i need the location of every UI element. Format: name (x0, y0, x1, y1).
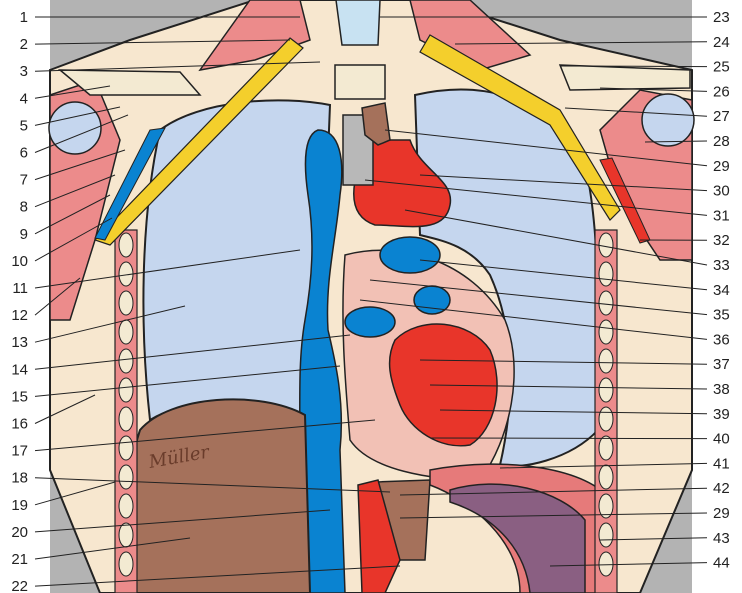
rib-section (119, 465, 133, 489)
rib-section (119, 436, 133, 460)
right-label-15: 37 (713, 356, 730, 373)
rib-section (119, 378, 133, 402)
left-label-20: 20 (11, 524, 28, 541)
left-label-17: 17 (11, 443, 28, 460)
rib-section (119, 291, 133, 315)
rib-section (119, 494, 133, 518)
left-label-9: 9 (20, 226, 28, 243)
left-atrium (345, 307, 395, 337)
rib-section (599, 262, 613, 286)
rib-section (599, 349, 613, 373)
pulmonary-artery (380, 237, 440, 273)
right-label-20: 42 (713, 480, 730, 497)
right-label-4: 26 (713, 83, 730, 100)
left-label-3: 3 (20, 63, 28, 80)
right-label-1: 23 (713, 9, 730, 26)
right-label-22: 43 (713, 530, 730, 547)
rib-section (599, 436, 613, 460)
right-label-18: 40 (713, 431, 730, 448)
left-label-6: 6 (20, 145, 28, 162)
right-leader-line-3 (560, 66, 707, 67)
left-label-5: 5 (20, 117, 28, 134)
rib-section (119, 523, 133, 547)
rib-section (599, 465, 613, 489)
left-label-2: 2 (20, 36, 28, 53)
right-label-11: 33 (713, 257, 730, 274)
rib-section (119, 233, 133, 257)
right-label-6: 28 (713, 133, 730, 150)
right-label-23: 44 (713, 555, 730, 572)
left-label-16: 16 (11, 416, 28, 433)
rib-section (119, 320, 133, 344)
left-label-4: 4 (20, 90, 28, 107)
left-label-11: 11 (12, 280, 28, 297)
right-label-10: 32 (713, 232, 730, 249)
left-label-13: 13 (11, 334, 28, 351)
rib-section (599, 378, 613, 402)
trachea (336, 0, 380, 45)
left-label-10: 10 (11, 253, 28, 270)
right-label-12: 34 (713, 282, 730, 299)
rib-section (119, 552, 133, 576)
right-leader-line-18 (430, 438, 707, 439)
rib-section (119, 407, 133, 431)
right-label-7: 29 (713, 158, 730, 175)
right-label-21: 29 (713, 505, 730, 522)
right-humeral-head (642, 94, 694, 146)
left-label-12: 12 (11, 307, 28, 324)
left-label-15: 15 (11, 388, 28, 405)
right-label-2: 24 (713, 34, 730, 51)
left-humeral-head (49, 102, 101, 154)
right-clavicle (560, 65, 690, 90)
right-label-9: 31 (713, 207, 730, 224)
rib-section (599, 407, 613, 431)
rib-section (599, 320, 613, 344)
left-label-19: 19 (11, 497, 28, 514)
rib-section (599, 552, 613, 576)
rib-section (599, 523, 613, 547)
left-label-14: 14 (11, 361, 28, 378)
right-label-13: 35 (713, 307, 730, 324)
right-label-5: 27 (713, 108, 730, 125)
right-label-19: 41 (713, 455, 730, 472)
right-label-8: 30 (713, 183, 730, 200)
left-label-8: 8 (20, 199, 28, 216)
rib-section (119, 349, 133, 373)
rib-section (599, 233, 613, 257)
left-label-18: 18 (11, 470, 28, 487)
left-label-22: 22 (11, 578, 28, 593)
rib-section (599, 291, 613, 315)
right-label-3: 25 (713, 59, 730, 76)
vertebra (335, 65, 385, 99)
left-label-7: 7 (20, 172, 28, 189)
left-label-21: 21 (11, 551, 28, 568)
right-label-14: 36 (713, 331, 730, 348)
right-label-17: 39 (713, 406, 730, 423)
left-label-1: 1 (20, 9, 28, 26)
right-label-16: 38 (713, 381, 730, 398)
